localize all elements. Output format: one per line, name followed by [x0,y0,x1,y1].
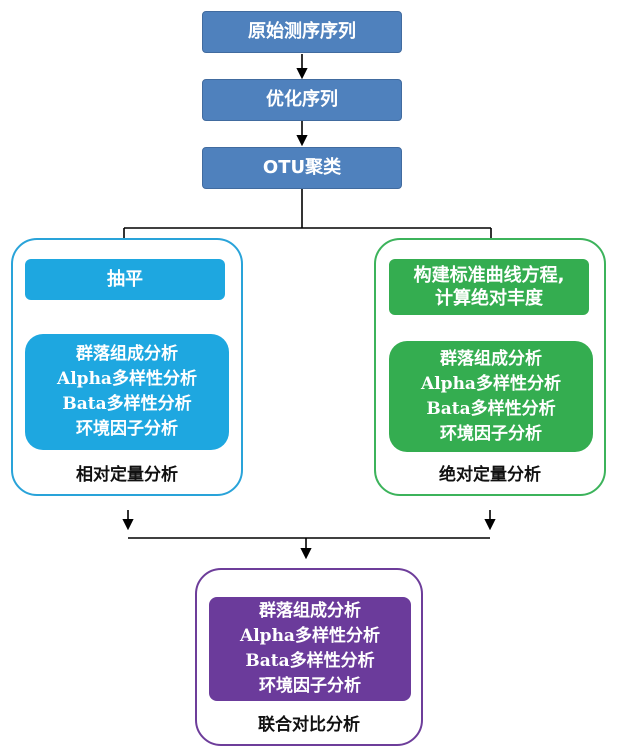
combined-analysis-beta: Bata多样性分析 [245,651,375,671]
relative-analysis-alpha: Alpha多样性分析 [57,369,197,389]
optimize-sequences-box: 优化序列 [202,79,402,121]
combined-analysis-community: 群落组成分析 [259,601,361,621]
rarefy-box: 抽平 [25,259,225,300]
relative-analyses-box: 群落组成分析 Alpha多样性分析 Bata多样性分析 环境因子分析 [25,334,229,450]
standard-curve-line1: 构建标准曲线方程, [413,265,565,286]
relative-quant-caption: 相对定量分析 [76,465,178,485]
relative-analysis-environment: 环境因子分析 [76,419,178,439]
absolute-analysis-environment: 环境因子分析 [440,423,542,444]
otu-cluster-label: OTU聚类 [262,157,342,178]
combined-analysis-environment: 环境因子分析 [259,676,361,696]
relative-analysis-community: 群落组成分析 [76,344,178,364]
rarefy-label: 抽平 [107,268,143,290]
combined-analysis-alpha: Alpha多样性分析 [240,626,380,646]
standard-curve-line2: 计算绝对丰度 [435,288,543,309]
raw-sequences-label: 原始测序序列 [248,21,356,42]
optimize-sequences-label: 优化序列 [266,89,338,110]
absolute-analyses-box: 群落组成分析 Alpha多样性分析 Bata多样性分析 环境因子分析 [389,341,593,452]
relative-analysis-beta: Bata多样性分析 [62,394,192,414]
absolute-analysis-alpha: Alpha多样性分析 [421,373,561,394]
absolute-quant-caption: 绝对定量分析 [439,465,541,485]
absolute-analysis-beta: Bata多样性分析 [426,398,556,419]
standard-curve-box: 构建标准曲线方程, 计算绝对丰度 [389,259,589,315]
combined-analysis-caption: 联合对比分析 [258,715,360,735]
raw-sequences-box: 原始测序序列 [202,11,402,53]
otu-cluster-box: OTU聚类 [202,147,402,189]
absolute-analysis-community: 群落组成分析 [440,348,542,369]
combined-analyses-box: 群落组成分析 Alpha多样性分析 Bata多样性分析 环境因子分析 [209,597,411,701]
